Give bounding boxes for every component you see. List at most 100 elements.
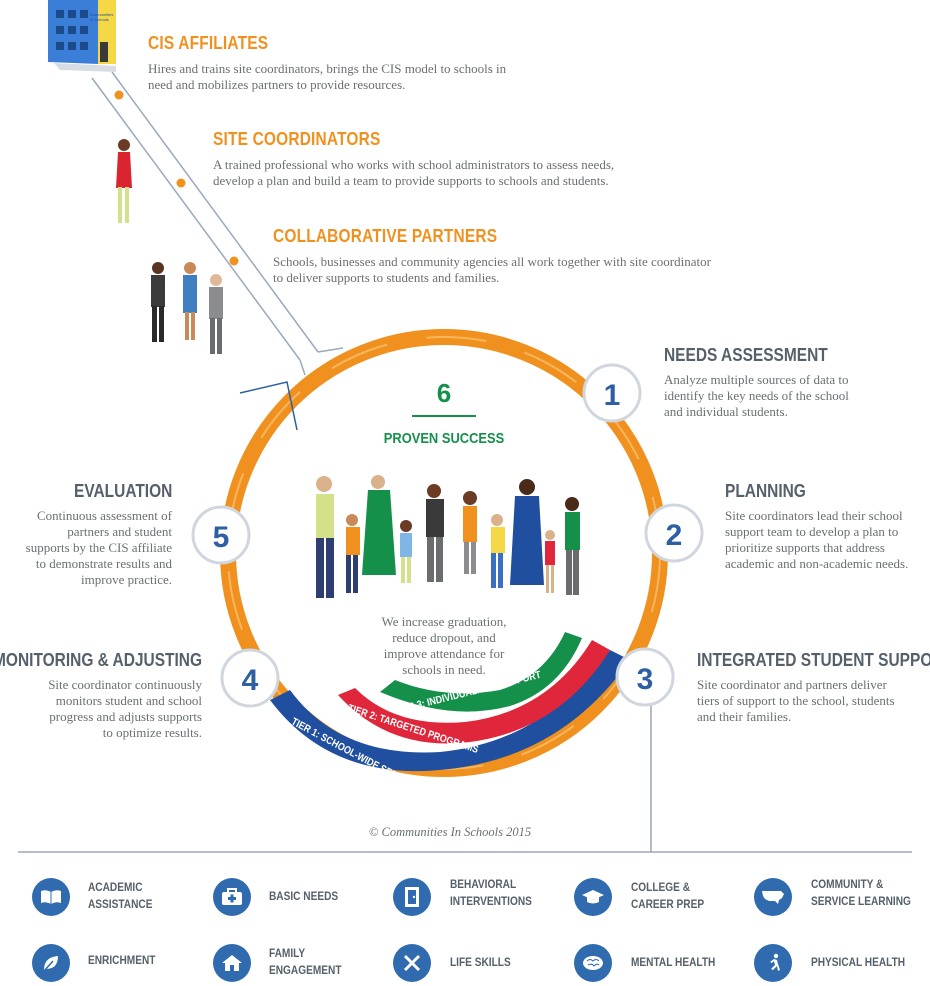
feedback-arrow <box>239 381 298 431</box>
building-sign: Communities In Schools <box>90 12 118 22</box>
service-label-line: ASSISTANCE <box>88 899 153 911</box>
usa-map-icon <box>754 878 792 916</box>
service-label-line: BEHAVIORAL <box>450 879 517 891</box>
service-label: FAMILY ENGAGEMENT <box>269 946 342 980</box>
description-line: We increase graduation, <box>381 614 507 629</box>
affiliates-description: Hires and trains site coordinators, brin… <box>148 61 588 93</box>
service-label: BEHAVIORAL INTERVENTIONS <box>450 877 532 911</box>
copyright: © Communities In Schools 2015 <box>368 825 532 839</box>
description-line: improve attendance for <box>383 646 505 661</box>
description-line: prioritize supports that address <box>725 540 885 555</box>
step-1-title: NEEDS ASSESSMENT <box>664 345 828 365</box>
service-label-line: PHYSICAL HEALTH <box>811 957 906 969</box>
step-2-circle: 2 <box>644 503 704 563</box>
step-5-title: EVALUATION <box>73 481 172 501</box>
step-3-title: INTEGRATED STUDENT SUPPORTS <box>697 650 930 670</box>
bullet-dot <box>176 178 186 188</box>
center-number: 6 <box>436 378 452 408</box>
description-line: Site coordinator continuously <box>48 677 202 692</box>
partners-illustration <box>151 262 223 354</box>
service-label: ACADEMIC ASSISTANCE <box>88 880 152 914</box>
bullet-dot <box>114 90 124 100</box>
step-number: 4 <box>242 664 259 697</box>
step-4-title: MONITORING & ADJUSTING <box>0 650 202 670</box>
center-description: We increase graduation, reduce dropout, … <box>344 614 544 678</box>
service-label-line: ACADEMIC <box>88 882 143 894</box>
tier-2-band <box>338 640 610 744</box>
description-line: Site coordinator and partners deliver <box>697 677 887 692</box>
description-line: academic and non-academic needs. <box>725 556 909 571</box>
coordinators-description: A trained professional who works with sc… <box>213 157 703 189</box>
description-line: identify the key needs of the school <box>664 388 849 403</box>
tier-3-band <box>380 632 582 712</box>
graduation-cap-icon <box>574 878 612 916</box>
affiliates-title: CIS AFFILIATES <box>148 33 269 53</box>
step-4-description: Site coordinator continuously monitors s… <box>12 677 202 741</box>
tools-icon <box>393 944 431 982</box>
description-line: support team to develop a plan to <box>725 524 899 539</box>
service-label: COLLEGE & CAREER PREP <box>631 880 704 914</box>
service-label-line: FAMILY <box>269 948 306 960</box>
site-coordinator-illustration <box>116 139 132 223</box>
description-line: A trained professional who works with sc… <box>213 157 615 172</box>
connector-line-inner <box>91 77 301 361</box>
school-building-illustration <box>48 0 116 72</box>
service-label: LIFE SKILLS <box>450 955 511 972</box>
description-line: and their families. <box>697 709 792 724</box>
service-label-line: COLLEGE & <box>631 882 691 894</box>
description-line: develop a plan and build a team to provi… <box>213 173 609 188</box>
step-3-circle: 3 <box>615 647 675 707</box>
partners-title: COLLABORATIVE PARTNERS <box>273 226 498 246</box>
students-illustration <box>316 475 580 598</box>
description-line: Site coordinators lead their school <box>725 508 903 523</box>
description-line: monitors student and school <box>55 693 202 708</box>
step-number: 5 <box>213 521 230 554</box>
service-label-line: INTERVENTIONS <box>450 896 532 908</box>
house-icon <box>213 944 251 982</box>
service-label-line: COMMUNITY & <box>811 879 884 891</box>
description-line: to optimize results. <box>102 725 202 740</box>
description-line: Schools, businesses and community agenci… <box>273 254 711 269</box>
step-1-description: Analyze multiple sources of data to iden… <box>664 372 904 420</box>
step-2-title: PLANNING <box>725 481 806 501</box>
description-line: Hires and trains site coordinators, brin… <box>148 61 507 76</box>
service-label-line: BASIC NEEDS <box>269 891 339 903</box>
description-line: and individual students. <box>664 404 788 419</box>
step-4-circle: 4 <box>220 648 280 708</box>
coordinators-title: SITE COORDINATORS <box>213 129 381 149</box>
service-label-line: LIFE SKILLS <box>450 957 511 969</box>
tier-1-band <box>270 650 630 772</box>
leaf-icon <box>32 944 70 982</box>
description-line: need and mobilizes partners to provide r… <box>148 77 406 92</box>
service-label: ENRICHMENT <box>88 953 155 970</box>
service-label: BASIC NEEDS <box>269 889 338 906</box>
building-sign-line: In Schools <box>90 17 109 22</box>
connector-line-outer <box>111 71 319 353</box>
description-line: supports by the CIS affiliate <box>25 540 172 555</box>
description-line: schools in need. <box>402 662 486 677</box>
building-sign-line: Communities <box>90 12 114 17</box>
step-number: 1 <box>604 379 621 412</box>
partners-description: Schools, businesses and community agenci… <box>273 254 833 286</box>
step-2-description: Site coordinators lead their school supp… <box>725 508 930 572</box>
step-1-circle: 1 <box>582 363 642 423</box>
step-5-circle: 5 <box>191 505 251 565</box>
service-label: PHYSICAL HEALTH <box>811 955 905 972</box>
description-line: Continuous assessment of <box>36 508 172 523</box>
description-line: tiers of support to the school, students <box>697 693 895 708</box>
service-label: COMMUNITY & SERVICE LEARNING <box>811 877 911 911</box>
service-label: MENTAL HEALTH <box>631 955 715 972</box>
description-line: partners and student <box>67 524 172 539</box>
description-line: to demonstrate results and <box>35 556 172 571</box>
bullet-dot <box>229 256 239 266</box>
brain-icon <box>574 944 612 982</box>
service-label-line: ENGAGEMENT <box>269 965 342 977</box>
runner-icon <box>754 944 792 982</box>
service-label-line: SERVICE LEARNING <box>811 896 911 908</box>
service-label-line: CAREER PREP <box>631 899 705 911</box>
first-aid-kit-icon <box>213 878 251 916</box>
step-number: 2 <box>666 519 683 552</box>
step-5-description: Continuous assessment of partners and st… <box>4 508 172 588</box>
step-number: 3 <box>637 663 654 696</box>
